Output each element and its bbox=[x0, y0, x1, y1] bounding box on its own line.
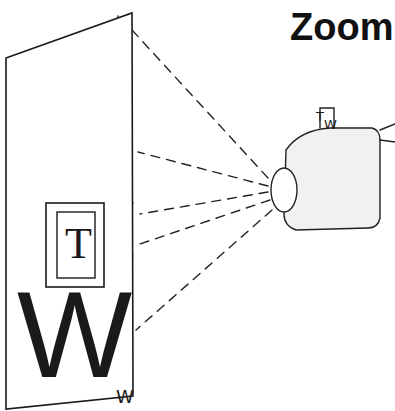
camera-lens bbox=[271, 168, 297, 212]
panel-outline bbox=[6, 13, 133, 409]
node-text: W bbox=[17, 274, 132, 396]
frame-inner bbox=[57, 212, 95, 278]
projection-lines bbox=[132, 30, 272, 330]
node-text: T bbox=[65, 222, 92, 266]
lever-label: W bbox=[324, 118, 337, 131]
sketch bbox=[100, 16, 395, 398]
title: Zoom bbox=[290, 8, 393, 46]
frame-outer bbox=[46, 203, 104, 287]
wall-panel: WT bbox=[5, 12, 135, 410]
camera-body bbox=[284, 128, 380, 230]
hand bbox=[380, 124, 395, 142]
lever-label: T bbox=[316, 110, 324, 123]
